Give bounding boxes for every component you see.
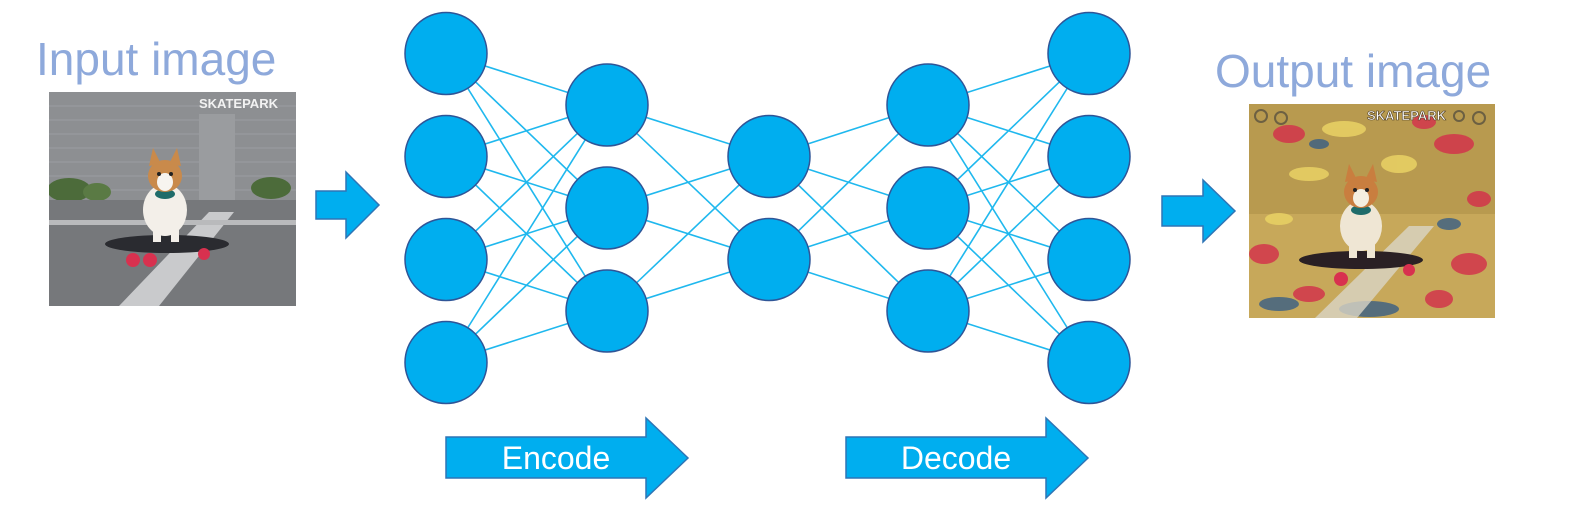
network-neurons — [404, 11, 1131, 405]
input-arrow-icon — [315, 170, 381, 240]
encode-label: Encode — [501, 440, 611, 476]
neuron-layer1-3 — [404, 217, 488, 302]
neuron-layer1-1 — [404, 11, 488, 96]
neuron-layer3-2 — [727, 217, 811, 302]
neuron-layer2-3 — [565, 269, 649, 353]
skatepark-sign: SKATEPARK — [199, 96, 279, 111]
input-image: SKATEPARK — [49, 92, 296, 306]
output-image-title: Output image — [1215, 45, 1492, 97]
decode-arrow — [845, 416, 1090, 500]
skatepark-sign: SKATEPARK — [1367, 108, 1447, 123]
network-connections — [445, 52, 1090, 364]
neuron-layer4-1 — [886, 63, 970, 147]
neuron-layer3-1 — [727, 114, 811, 199]
neuron-layer2-1 — [565, 63, 649, 147]
connection-l1-4-to-1 — [445, 104, 608, 363]
input-image-title: Input image — [36, 33, 277, 85]
neuron-layer5-3 — [1047, 217, 1131, 302]
neuron-layer4-2 — [886, 166, 970, 250]
neuron-layer4-3 — [886, 269, 970, 353]
decode-label: Decode — [900, 440, 1012, 476]
neuron-layer1-2 — [404, 114, 488, 199]
neuron-layer5-1 — [1047, 11, 1131, 96]
output-arrow-icon — [1161, 178, 1237, 244]
output-image: SKATEPARK — [1249, 104, 1495, 318]
neuron-layer5-2 — [1047, 114, 1131, 199]
neuron-layer5-4 — [1047, 320, 1131, 405]
encode-arrow — [445, 416, 690, 500]
neuron-layer1-4 — [404, 320, 488, 405]
neuron-layer2-2 — [565, 166, 649, 250]
connection-l4-3-to-1 — [927, 53, 1090, 312]
